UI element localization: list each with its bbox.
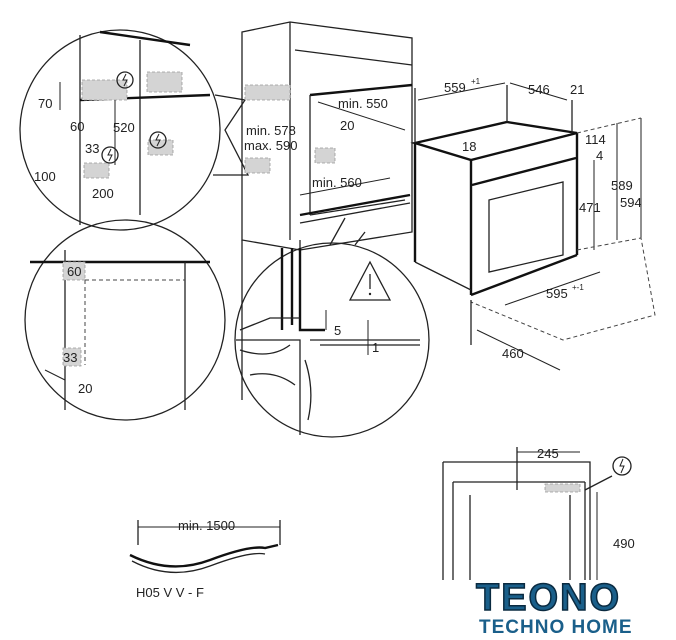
detail-circle-middle	[234, 217, 430, 438]
dim-594: 594	[620, 195, 642, 210]
dim-min-550: min. 550	[338, 96, 388, 111]
lightning-icon	[149, 131, 167, 149]
cabinet-drawing	[241, 21, 413, 400]
dim-100: 100	[34, 169, 56, 184]
dim-595-tolerance: +-1	[572, 283, 584, 292]
lightning-icon	[612, 456, 632, 476]
dim-200: 200	[92, 186, 114, 201]
detail-dim-33: 33	[63, 350, 77, 365]
dim-490: 490	[613, 536, 635, 551]
dim-70: 70	[38, 96, 52, 111]
logo-tagline: TECHNO HOME	[479, 617, 633, 638]
dim-1: 1	[372, 340, 379, 355]
rear-view-drawing	[442, 447, 613, 580]
cable-length: min. 1500	[178, 518, 235, 533]
dim-460: 460	[502, 346, 524, 361]
detail-circle-bottom-left	[24, 219, 226, 421]
detail-dim-60: 60	[67, 264, 81, 279]
dim-520: 520	[113, 120, 135, 135]
lightning-icon	[101, 146, 119, 164]
dim-max-590: max. 590	[244, 138, 297, 153]
dim-4: 4	[596, 148, 603, 163]
dim-559-tolerance: +1	[471, 77, 481, 86]
dim-589: 589	[611, 178, 633, 193]
dim-559: 559	[444, 80, 466, 95]
teono-logo: TEONO TECHNO HOME	[475, 576, 633, 638]
dim-114: 114	[585, 132, 606, 147]
logo-name: TEONO	[476, 577, 621, 619]
detail-circle-top-left	[19, 29, 221, 231]
dim-21: 21	[570, 82, 584, 97]
dim-546: 546	[528, 82, 550, 97]
dim-20: 20	[340, 118, 354, 133]
dim-595: 595	[546, 286, 568, 301]
dim-471: 471	[579, 200, 601, 215]
oven-drawing	[410, 82, 656, 371]
dim-18: 18	[462, 139, 476, 154]
cable-type: H05 V V - F	[136, 585, 204, 600]
dim-245: 245	[537, 446, 559, 461]
dim-min-578: min. 578	[246, 123, 296, 138]
lightning-icon	[116, 71, 134, 89]
dim-33: 33	[85, 141, 99, 156]
dim-60: 60	[70, 119, 84, 134]
dim-min-560: min. 560	[312, 175, 362, 190]
detail-dim-20: 20	[78, 381, 92, 396]
dim-5: 5	[334, 323, 341, 338]
power-cable-drawing	[129, 520, 281, 574]
